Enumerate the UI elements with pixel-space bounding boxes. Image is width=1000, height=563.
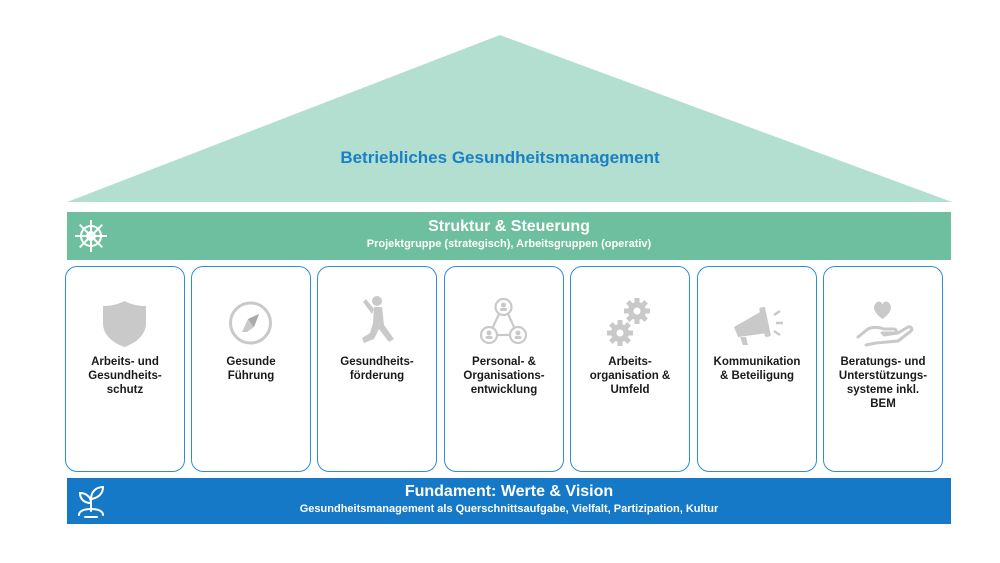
foundation-band: Fundament: Werte & Vision Gesundheitsman… [67,478,951,524]
shield-icon [103,301,146,347]
pillar-gesundheitsfoerderung: Gesundheits- förderung [317,266,437,472]
megaphone-icon [734,307,783,345]
pillar-arbeitsorganisation: Arbeits- organisation & Umfeld [570,266,690,472]
yoga-pose-icon [362,296,394,343]
pillar-kommunikation: Kommunikation & Beteiligung [697,266,817,472]
roof [67,35,952,202]
structure-subtitle: Projektgruppe (strategisch), Arbeitsgrup… [366,238,652,250]
roof-shape [67,35,952,202]
pillar-label: Arbeits- und Gesundheits- schutz [88,356,162,396]
foundation-subtitle: Gesundheitsmanagement als Querschnittsau… [299,503,719,515]
pillar-fuehrung: Gesunde Führung [191,266,311,472]
pillar-label: Gesunde Führung [226,356,276,382]
pillar-label: Gesundheits- förderung [340,356,414,382]
foundation-title: Fundament: Werte & Vision [404,483,614,500]
people-network-icon [479,297,528,345]
pillar-beratung: Beratungs- und Unterstützungs- systeme i… [823,266,943,472]
ship-wheel-icon [75,220,107,252]
sprout-icon [78,485,105,518]
structure-band: Struktur & Steuerung Projektgruppe (stra… [67,212,951,260]
roof-title: Betriebliches Gesundheitsmanagement [340,148,660,167]
pillar-label: Kommunikation & Beteiligung [713,356,801,382]
pillar-arbeitsschutz: Arbeits- und Gesundheits- schutz [65,266,185,472]
gears-icon [607,298,650,346]
heart-hand-icon [856,301,914,347]
pillar-label: Beratungs- und Unterstützungs- systeme i… [838,356,928,410]
pillar-label: Personal- & Organisations- entwicklung [463,356,545,396]
pillar-personalentwicklung: Personal- & Organisations- entwicklung [444,266,564,472]
compass-icon [229,301,272,345]
structure-title: Struktur & Steuerung [428,218,590,235]
pillar-label: Arbeits- organisation & Umfeld [589,356,671,396]
